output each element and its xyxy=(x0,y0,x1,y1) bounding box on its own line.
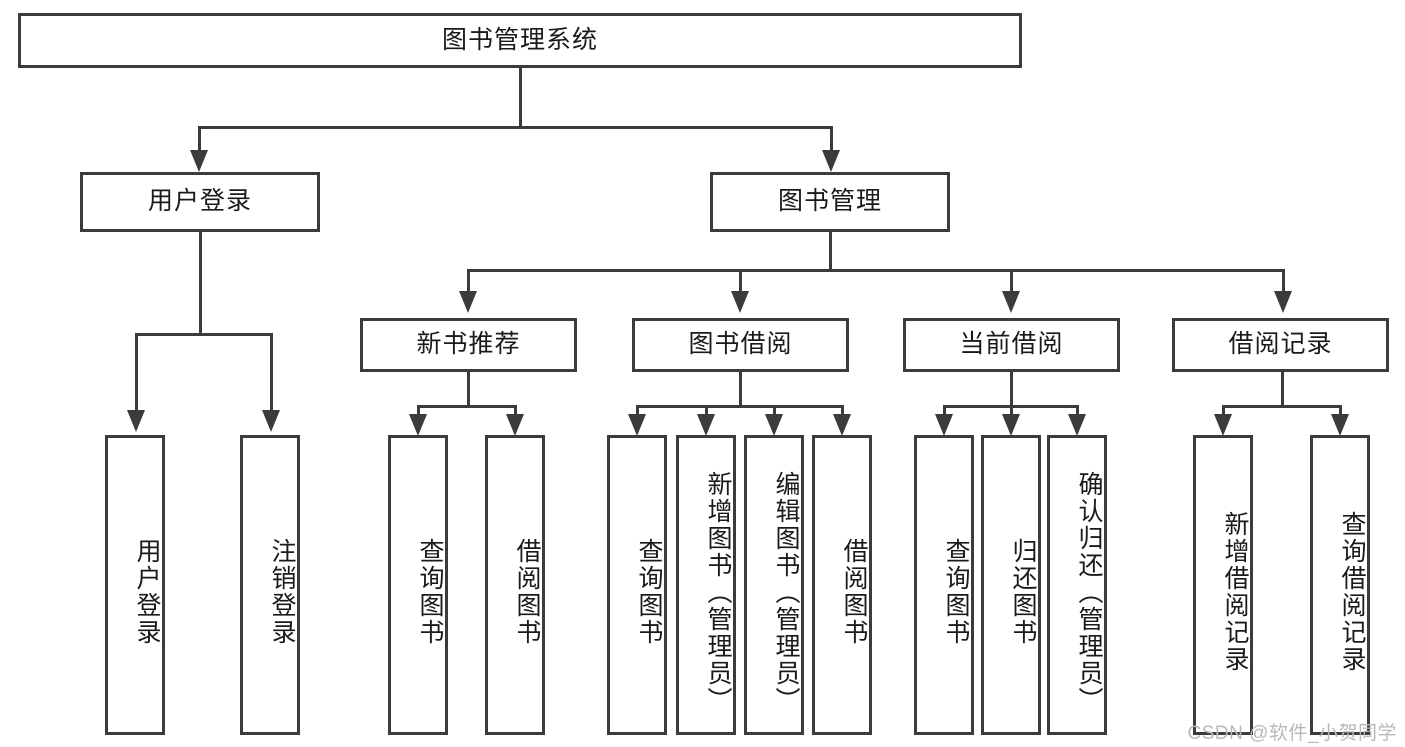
node-label: 编辑图书（管理员） xyxy=(772,470,800,714)
node-label: 图书借阅 xyxy=(688,330,793,359)
node-new-book-recommend[interactable]: 新书推荐 xyxy=(360,318,577,372)
node-label: 归还图书 xyxy=(1009,538,1037,646)
leaf-br-add-record[interactable]: 新增借阅记录 xyxy=(1193,435,1253,735)
connector-user-login-to-leaf-1 xyxy=(135,333,138,413)
arrowhead-cb-leaf-3 xyxy=(1068,414,1086,436)
connector-nbr-to-leaf-1 xyxy=(417,405,420,417)
leaf-nbr-borrow-book[interactable]: 借阅图书 xyxy=(485,435,545,735)
arrowhead-nbr-leaf-1 xyxy=(409,414,427,436)
connector-current-borrow-stem xyxy=(1010,372,1013,408)
node-label: 当前借阅 xyxy=(959,330,1064,359)
connector-bb-to-leaf-3 xyxy=(773,405,776,417)
arrowhead-to-book-borrow xyxy=(731,291,749,313)
leaf-cb-confirm-return-admin[interactable]: 确认归还（管理员） xyxy=(1047,435,1107,735)
connector-borrow-record-bus xyxy=(1222,405,1342,408)
connector-book-borrow-stem xyxy=(739,372,742,408)
connector-to-new-book-recommend xyxy=(467,269,470,294)
connector-book-borrow-bus xyxy=(636,405,844,408)
connector-bb-to-leaf-1 xyxy=(636,405,639,417)
connector-cb-to-leaf-3 xyxy=(1076,405,1079,417)
connector-cb-to-leaf-1 xyxy=(943,405,946,417)
connector-to-borrow-record xyxy=(1282,269,1285,294)
connector-cb-to-leaf-2 xyxy=(1010,405,1013,417)
connector-to-current-borrow xyxy=(1010,269,1013,294)
node-root-book-management-system[interactable]: 图书管理系统 xyxy=(18,13,1022,68)
connector-root-bus xyxy=(198,126,832,129)
arrowhead-bb-leaf-2 xyxy=(697,414,715,436)
arrowhead-root-to-user-login xyxy=(190,150,208,172)
connector-br-to-leaf-2 xyxy=(1339,405,1342,417)
node-label: 用户登录 xyxy=(147,187,252,216)
connector-root-to-user-login xyxy=(198,126,201,154)
arrowhead-cb-leaf-2 xyxy=(1002,414,1020,436)
arrowhead-to-new-book-recommend xyxy=(459,291,477,313)
arrowhead-to-current-borrow xyxy=(1002,291,1020,313)
node-label: 借阅图书 xyxy=(840,538,868,646)
node-current-borrow[interactable]: 当前借阅 xyxy=(903,318,1120,372)
leaf-cb-return-book[interactable]: 归还图书 xyxy=(981,435,1041,735)
leaf-bb-edit-book-admin[interactable]: 编辑图书（管理员） xyxy=(744,435,804,735)
connector-to-book-borrow xyxy=(739,269,742,294)
node-label: 新增图书（管理员） xyxy=(704,470,732,714)
node-book-management[interactable]: 图书管理 xyxy=(710,172,950,232)
connector-book-management-stem xyxy=(829,232,832,271)
node-label: 确认归还（管理员） xyxy=(1075,470,1103,714)
leaf-bb-query-book[interactable]: 查询图书 xyxy=(607,435,667,735)
leaf-cb-query-book[interactable]: 查询图书 xyxy=(914,435,974,735)
arrowhead-bb-leaf-3 xyxy=(765,414,783,436)
node-label: 查询图书 xyxy=(635,538,663,646)
leaf-bb-borrow-book[interactable]: 借阅图书 xyxy=(812,435,872,735)
arrowhead-root-to-book-management xyxy=(822,150,840,172)
arrowhead-nbr-leaf-2 xyxy=(506,414,524,436)
arrowhead-bb-leaf-4 xyxy=(833,414,851,436)
leaf-nbr-query-book[interactable]: 查询图书 xyxy=(388,435,448,735)
node-label: 借阅图书 xyxy=(513,538,541,646)
arrowhead-to-borrow-record xyxy=(1274,291,1292,313)
connector-bb-to-leaf-4 xyxy=(841,405,844,417)
leaf-user-login-login[interactable]: 用户登录 xyxy=(105,435,165,735)
connector-bb-to-leaf-2 xyxy=(705,405,708,417)
node-book-borrow[interactable]: 图书借阅 xyxy=(632,318,849,372)
connector-root-to-book-management xyxy=(830,126,833,154)
node-label: 查询图书 xyxy=(942,538,970,646)
node-label: 图书管理系统 xyxy=(441,25,598,54)
connector-user-login-bus xyxy=(135,333,272,336)
connector-user-login-stem xyxy=(199,232,202,335)
connector-root-stem xyxy=(519,67,522,128)
connector-br-to-leaf-1 xyxy=(1222,405,1225,417)
csdn-watermark: CSDN @软件_小贺同学 xyxy=(1187,723,1397,744)
node-label: 用户登录 xyxy=(133,538,161,646)
leaf-br-query-record[interactable]: 查询借阅记录 xyxy=(1310,435,1370,735)
connector-borrow-record-stem xyxy=(1281,372,1284,408)
node-label: 新书推荐 xyxy=(416,330,521,359)
node-label: 注销登录 xyxy=(268,538,296,646)
arrowhead-bb-leaf-1 xyxy=(628,414,646,436)
node-user-login[interactable]: 用户登录 xyxy=(80,172,320,232)
node-borrow-record[interactable]: 借阅记录 xyxy=(1172,318,1389,372)
node-label: 查询借阅记录 xyxy=(1338,511,1366,673)
connector-new-book-recommend-bus xyxy=(417,405,517,408)
connector-user-login-to-leaf-2 xyxy=(270,333,273,413)
node-label: 查询图书 xyxy=(416,538,444,646)
connector-nbr-to-leaf-2 xyxy=(514,405,517,417)
arrowhead-br-leaf-2 xyxy=(1331,414,1349,436)
node-label: 新增借阅记录 xyxy=(1221,511,1249,673)
leaf-bb-add-book-admin[interactable]: 新增图书（管理员） xyxy=(676,435,736,735)
arrowhead-user-login-leaf-1 xyxy=(127,410,145,432)
connector-level3-bus xyxy=(467,269,1285,272)
node-label: 借阅记录 xyxy=(1228,330,1333,359)
leaf-user-login-logout[interactable]: 注销登录 xyxy=(240,435,300,735)
arrowhead-br-leaf-1 xyxy=(1214,414,1232,436)
arrowhead-user-login-leaf-2 xyxy=(262,410,280,432)
node-label: 图书管理 xyxy=(777,187,882,216)
connector-new-book-recommend-stem xyxy=(467,372,470,408)
arrowhead-cb-leaf-1 xyxy=(935,414,953,436)
